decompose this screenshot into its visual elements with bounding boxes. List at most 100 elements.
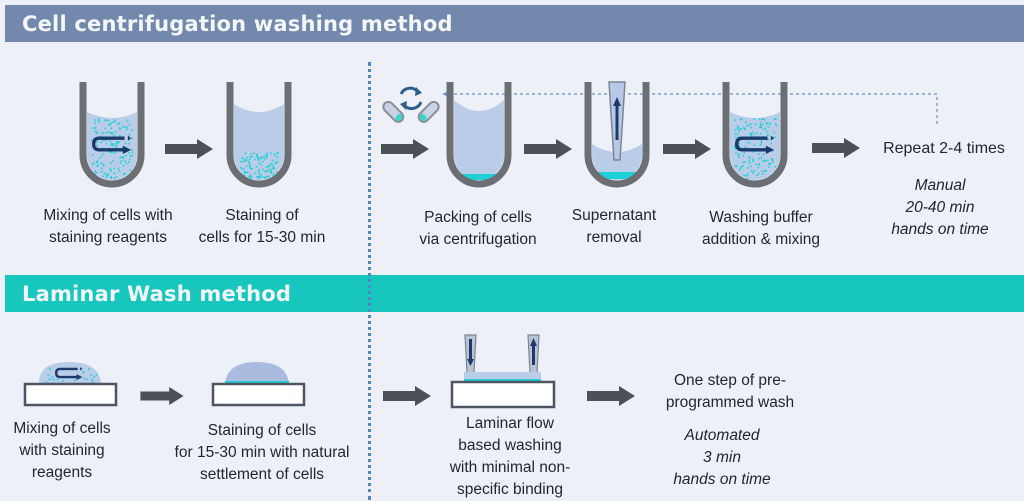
cell-dot [266,155,268,157]
cell-dot [269,164,271,167]
cell-dot [240,160,242,163]
cell-dot [773,136,776,138]
tube-pipette-icon [584,81,650,188]
cell-dot [742,155,745,157]
cell-dot [102,139,105,141]
cell-dot [100,162,103,164]
step-label-line: reagents [31,464,93,481]
cell-dot [111,121,114,123]
cell-dot [737,126,739,129]
cell-dot [768,122,771,124]
section-divider [368,62,371,500]
step-label-line: for 15-30 min with natural [174,444,350,461]
tube-settled-icon [226,82,292,188]
cell-dot [269,171,271,173]
cell-dot [131,137,133,140]
cell-dot [761,170,764,172]
cell-dot [116,141,119,143]
cell-dot [759,126,761,129]
cell-dot [259,162,261,165]
cell-dot [739,167,742,169]
cell-dot [100,167,103,170]
cell-dot [757,166,760,169]
cell-dot [264,176,267,178]
cell-dot [270,170,272,172]
cell-dot [129,169,132,172]
cell-dot [91,139,93,142]
cell-dot [122,125,124,128]
cell-dot [749,142,751,144]
cell-dot [773,131,775,134]
cell-dot [102,164,105,167]
cell-dot [745,121,747,124]
flow-arrow-icon [381,139,429,159]
cell-dot [273,153,276,155]
cell-dot [254,172,257,174]
cell-dot [124,142,127,145]
cell-dot [244,152,247,154]
cell-dot [128,133,131,136]
cell-dot [735,151,737,154]
cell-dot [750,165,752,167]
cell-dot [245,165,248,167]
cell-dot [96,160,99,163]
cell-dot [768,163,770,165]
cell-dot [109,169,112,172]
cell-dot [128,124,131,126]
cell-dot [113,143,115,145]
cell-dot [767,134,769,137]
cell-dot [102,175,104,177]
cell-dot [100,155,103,158]
cell-dot [96,165,98,168]
cell-dot [242,157,245,160]
step-label-line: addition & mixing [701,231,821,248]
cell-dot [749,133,751,135]
cell-dot [266,165,269,168]
cell-dot [757,172,760,175]
cell-dot [113,167,116,170]
cell-dot [62,380,64,382]
cell-dot [745,147,748,149]
cell-dot [91,379,93,381]
cell-dot [107,119,109,122]
cell-dot [83,377,85,380]
cell-dot [105,176,108,179]
cell-dot [102,147,105,149]
step-label-line: Laminar flow [466,415,554,432]
cell-dot [248,165,251,167]
cell-dot [766,123,768,125]
cell-dot [257,176,260,178]
cell-dot [758,157,761,160]
cell-dot [766,139,768,141]
cell-dot [265,170,268,173]
cell-dot [260,164,263,167]
cell-dot [769,123,771,126]
cell-dot [744,147,746,149]
cell-dot [760,132,762,135]
result-line: programmed wash [665,394,795,411]
cell-dot [96,131,99,133]
step-label-line: via centrifugation [419,231,537,248]
cell-dot [269,168,271,171]
cell-dot [769,162,771,165]
cell-dot [241,157,243,160]
cell-dot [94,127,97,130]
centrifugation-method-title: Cell centrifugation washing method [22,11,453,36]
cell-dot [122,173,125,176]
tube-mixing-icon [79,82,145,188]
cell-dot [263,155,266,158]
cell-dot [109,123,112,125]
cell-dot [762,118,764,120]
cell-dot [91,381,94,383]
cell-dot [277,156,279,159]
cell-dot [126,119,129,122]
cell-dot [271,159,274,162]
cell-dot [97,164,100,166]
cell-dot [274,155,277,157]
cell-dot [743,151,746,154]
cell-dot [741,118,743,120]
cell-dot [265,153,267,156]
flow-arrow-icon [524,139,572,159]
cell-dot [131,151,134,153]
cell-dot [766,159,769,162]
